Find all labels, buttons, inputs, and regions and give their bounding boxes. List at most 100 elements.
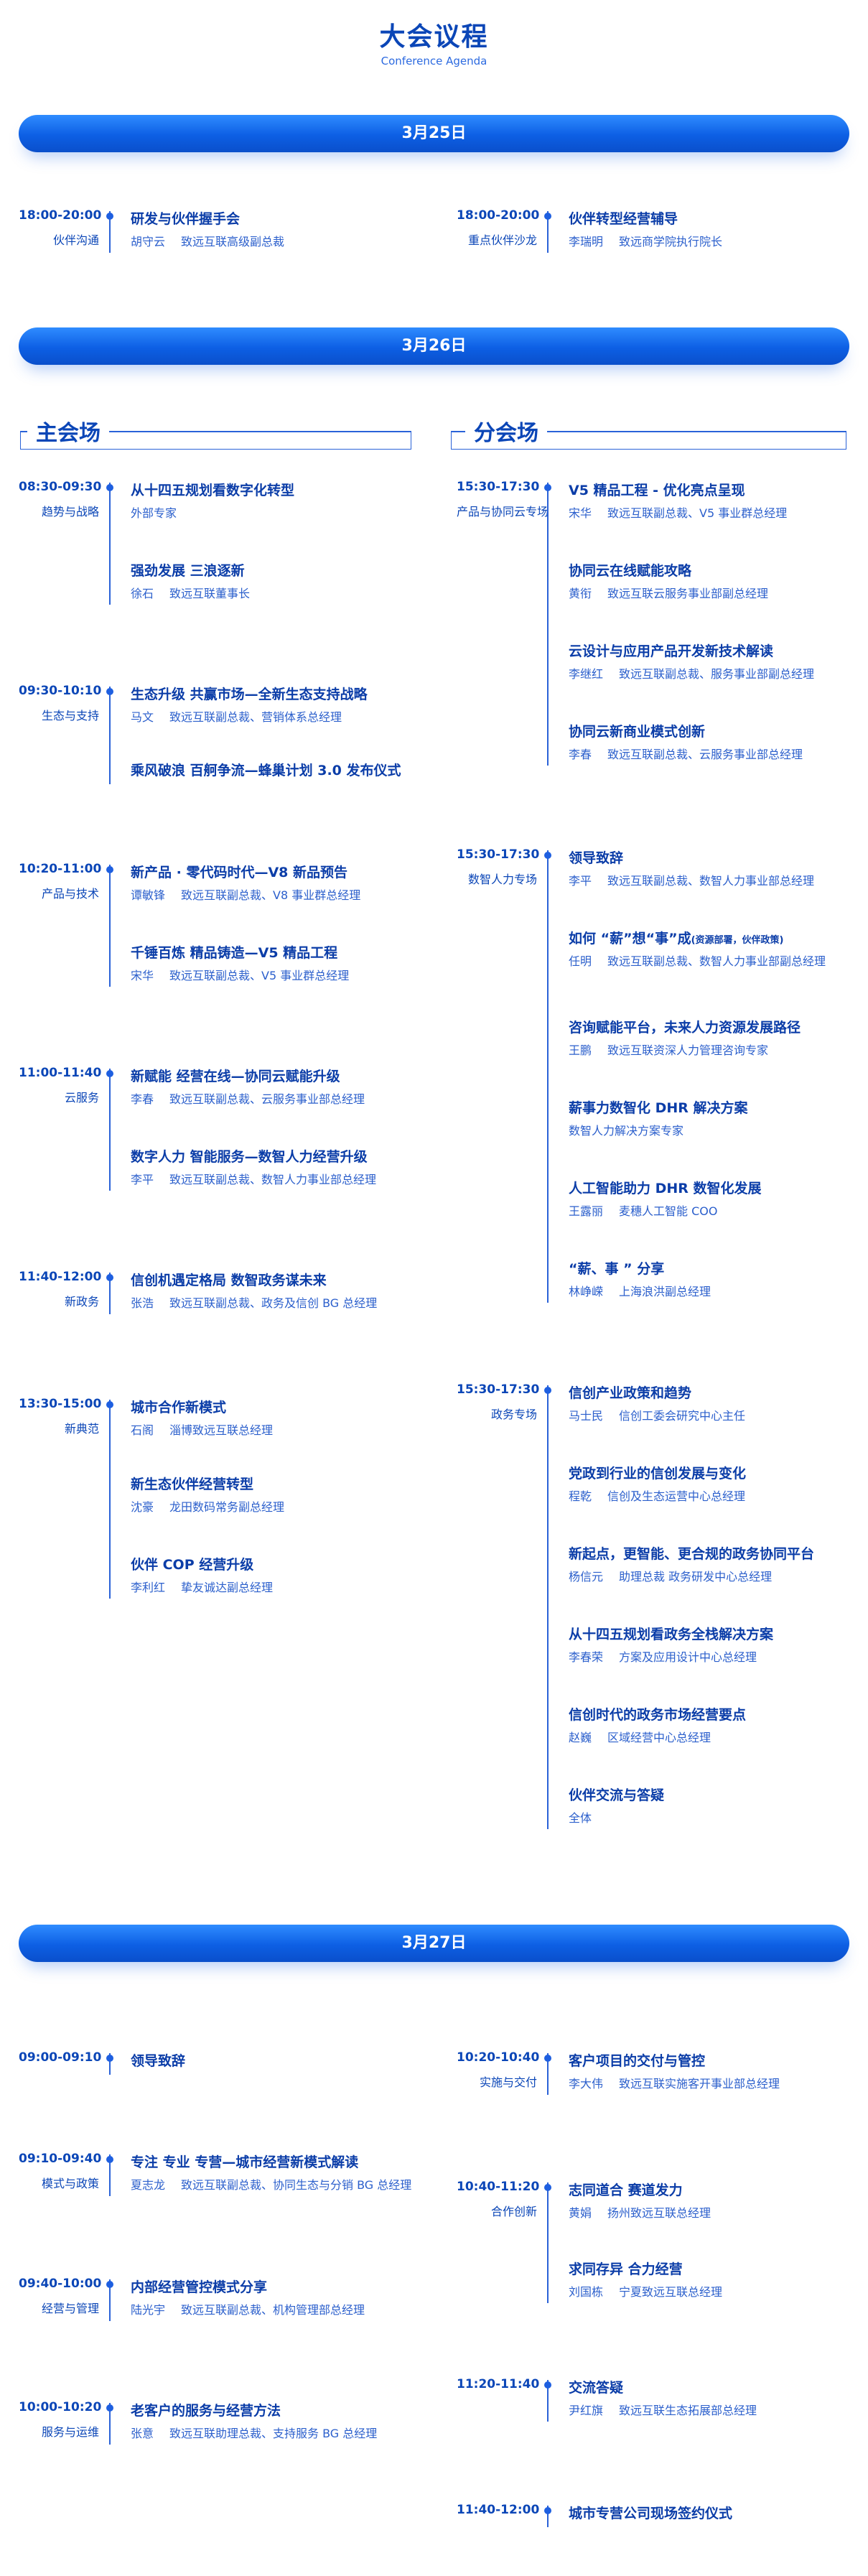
session-time: 09:40-10:00	[19, 2277, 102, 2291]
session-title: 云设计与应用产品开发新技术解读	[569, 641, 773, 660]
speaker-role: 麦穗人工智能 COO	[619, 1204, 718, 1218]
session-title: 研发与伙伴握手会	[131, 208, 240, 228]
session-title: 客户项目的交付与管控	[569, 2050, 705, 2070]
speaker-name: 赵巍	[569, 1731, 592, 1744]
session-speaker: 马文致远互联副总裁、营销体系总经理	[131, 707, 342, 725]
date-bar-day2: 3月26日	[19, 327, 849, 365]
speaker-name: 李平	[131, 1173, 154, 1186]
speaker-role: 致远互联董事长	[169, 587, 251, 600]
timeline-line	[109, 2279, 111, 2321]
session-category: 实施与交付	[479, 2075, 537, 2089]
speaker-name: 胡守云	[131, 235, 166, 248]
session-speaker: 数智人力解决方案专家	[569, 1121, 683, 1138]
timeline-dot	[544, 484, 551, 491]
speaker-name: 黄娟	[569, 2206, 592, 2220]
speaker-name: 宋华	[131, 969, 154, 982]
speaker-role: 致远互联副总裁、V5 事业群总经理	[169, 969, 350, 982]
speaker-role: 致远互联副总裁、协同生态与分销 BG 总经理	[181, 2178, 412, 2192]
timeline-dot	[544, 1387, 551, 1394]
speaker-name: 黄衔	[569, 587, 592, 600]
speaker-role: 致远互联副总裁、V8 事业群总经理	[181, 888, 361, 902]
session-speaker: 沈豪龙田数码常务副总经理	[131, 1497, 284, 1515]
session-time: 11:00-11:40	[19, 1066, 102, 1080]
session-speaker: 徐石致远互联董事长	[131, 584, 250, 601]
session-category: 伙伴沟通	[52, 233, 99, 247]
session-title-text: 信创产业政策和趋势	[569, 1385, 692, 1401]
speaker-role: 致远商学院执行院长	[619, 235, 723, 248]
timeline-line	[109, 2053, 111, 2075]
date-bar-day3: 3月27日	[19, 1925, 849, 1962]
speaker-name: 马士民	[569, 1409, 604, 1423]
speaker-name: 王鹏	[569, 1043, 592, 1057]
speaker-role: 方案及应用设计中心总经理	[619, 1650, 757, 1664]
session-title-text: 伙伴转型经营辅导	[569, 211, 678, 227]
session-time: 11:40-12:00	[19, 1270, 102, 1284]
speaker-name: 李利红	[131, 1581, 166, 1594]
session-title: 内部经营管控模式分享	[131, 2277, 267, 2296]
session-title: 薪事力数智化 DHR 解决方案	[569, 1097, 748, 1117]
session-time: 08:30-09:30	[19, 480, 102, 494]
speaker-name: 张意	[131, 2427, 154, 2440]
session-time: 11:40-12:00	[457, 2503, 540, 2517]
session-title: “薪、事 ” 分享	[569, 1258, 664, 1278]
session-category: 产品与协同云专场	[457, 505, 549, 519]
session-title-text: 强劲发展 三浪逐新	[131, 563, 245, 579]
session-title: 专注 专业 专营—城市经营新模式解读	[131, 2152, 358, 2171]
timeline-dot	[106, 2156, 113, 2163]
session-speaker: 李春致远互联副总裁、云服务事业部总经理	[569, 745, 803, 762]
timeline-line	[547, 1385, 549, 1829]
session-title: 领导致辞	[569, 847, 623, 867]
session-title-text: 人工智能助力 DHR 数智化发展	[569, 1181, 762, 1196]
session-speaker: 赵巍区域经营中心总经理	[569, 1728, 711, 1745]
session-title: 数字人力 智能服务—数智人力经营升级	[131, 1146, 368, 1166]
speaker-name: 马文	[131, 710, 154, 724]
session-time: 09:10-09:40	[19, 2152, 102, 2166]
speaker-role: 致远互联副总裁、政务及信创 BG 总经理	[169, 1296, 378, 1310]
timeline-dot	[544, 2184, 551, 2191]
session-title: 协同云新商业模式创新	[569, 721, 705, 740]
session-category: 新政务	[64, 1295, 99, 1308]
session-category: 趋势与战略	[41, 505, 99, 519]
session-title-text: 研发与伙伴握手会	[131, 211, 241, 227]
session-title: 老客户的服务与经营方法	[131, 2400, 281, 2419]
speaker-role: 致远互联高级副总裁	[181, 235, 285, 248]
timeline-dot	[106, 2055, 113, 2062]
timeline-dot	[544, 2055, 551, 2062]
session-title-text: 领导致辞	[131, 2053, 186, 2069]
timeline-line	[547, 2380, 549, 2422]
session-time: 10:20-10:40	[457, 2050, 540, 2065]
session-title: 新产品 · 零代码时代—V8 新品预告	[131, 862, 347, 881]
timeline-dot	[106, 1274, 113, 1281]
timeline-dot	[106, 1401, 113, 1408]
speaker-role: 致远互联实施客开事业部总经理	[619, 2077, 780, 2091]
session-title: 新生态伙伴经营转型	[131, 1474, 253, 1493]
speaker-role: 龙田数码常务副总经理	[169, 1500, 285, 1514]
session-title-text: 老客户的服务与经营方法	[131, 2403, 281, 2419]
session-title: 信创产业政策和趋势	[569, 1382, 691, 1402]
session-title: 信创机遇定格局 数智政务谋未来	[131, 1270, 327, 1289]
speaker-name: 程乾	[569, 1489, 592, 1503]
session-time: 13:30-15:00	[19, 1397, 102, 1411]
session-title: 乘风破浪 百舸争流—蜂巢计划 3.0 发布仪式	[131, 760, 401, 779]
session-speaker: 刘国栋宁夏致远互联总经理	[569, 2282, 722, 2300]
session-speaker: 尹红旗致远互联生态拓展部总经理	[569, 2401, 757, 2418]
speaker-role: 致远互联副总裁、V5 事业群总经理	[607, 506, 788, 520]
session-title: 伙伴转型经营辅导	[569, 208, 678, 228]
session-speaker: 黄娟扬州致远互联总经理	[569, 2203, 711, 2221]
session-title: 从十四五规划看政务全栈解决方案	[569, 1624, 773, 1643]
session-title-text: 咨询赋能平台，未来人力资源发展路径	[569, 1020, 801, 1036]
session-time: 18:00-20:00	[19, 208, 102, 223]
speaker-role: 致远互联副总裁、机构管理部总经理	[181, 2303, 365, 2317]
page-title: 大会议程	[379, 22, 489, 52]
session-speaker: 宋华致远互联副总裁、V5 事业群总经理	[569, 503, 787, 521]
speaker-name: 张浩	[131, 1296, 154, 1310]
session-title-text: 信创时代的政务市场经营要点	[569, 1707, 747, 1723]
session-title: 党政到行业的信创发展与变化	[569, 1463, 746, 1482]
speaker-name: 外部专家	[131, 506, 177, 520]
session-title: 信创时代的政务市场经营要点	[569, 1704, 746, 1724]
timeline-dot	[106, 2404, 113, 2412]
session-time: 09:00-09:10	[19, 2050, 102, 2065]
speaker-role: 致远互联副总裁、服务事业部副总经理	[619, 667, 815, 681]
session-speaker: 王鹏致远互联资深人力管理咨询专家	[569, 1041, 768, 1058]
session-speaker: 夏志龙致远互联副总裁、协同生态与分销 BG 总经理	[131, 2175, 411, 2193]
